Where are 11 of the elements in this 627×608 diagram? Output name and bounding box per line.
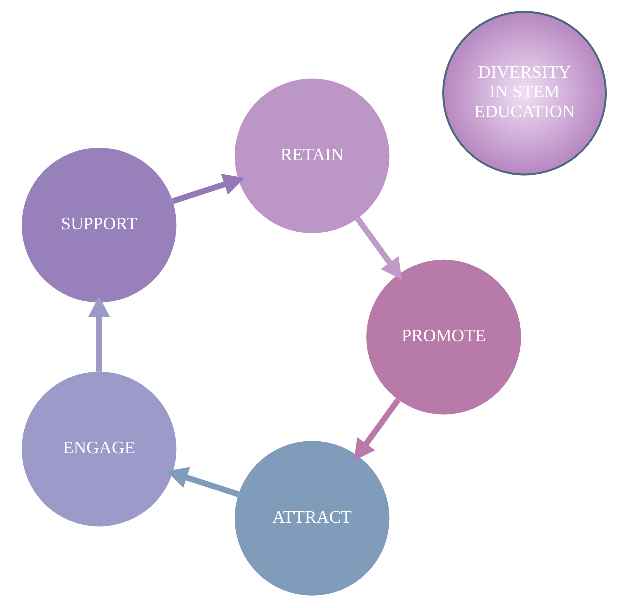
node-circle: ENGAGE: [21, 372, 176, 527]
node-circle: SUPPORT: [21, 148, 176, 303]
node-circle: PROMOTE: [366, 260, 521, 415]
arrow: [354, 398, 400, 462]
node-circle: DIVERSITY IN STEM EDUCATION: [442, 11, 607, 176]
node-circle: ATTRACT: [234, 441, 390, 596]
arrow: [354, 217, 402, 280]
node-circle: RETAIN: [234, 78, 390, 234]
arrow: [88, 296, 110, 372]
arrow: [172, 174, 244, 204]
arrow: [166, 467, 240, 498]
